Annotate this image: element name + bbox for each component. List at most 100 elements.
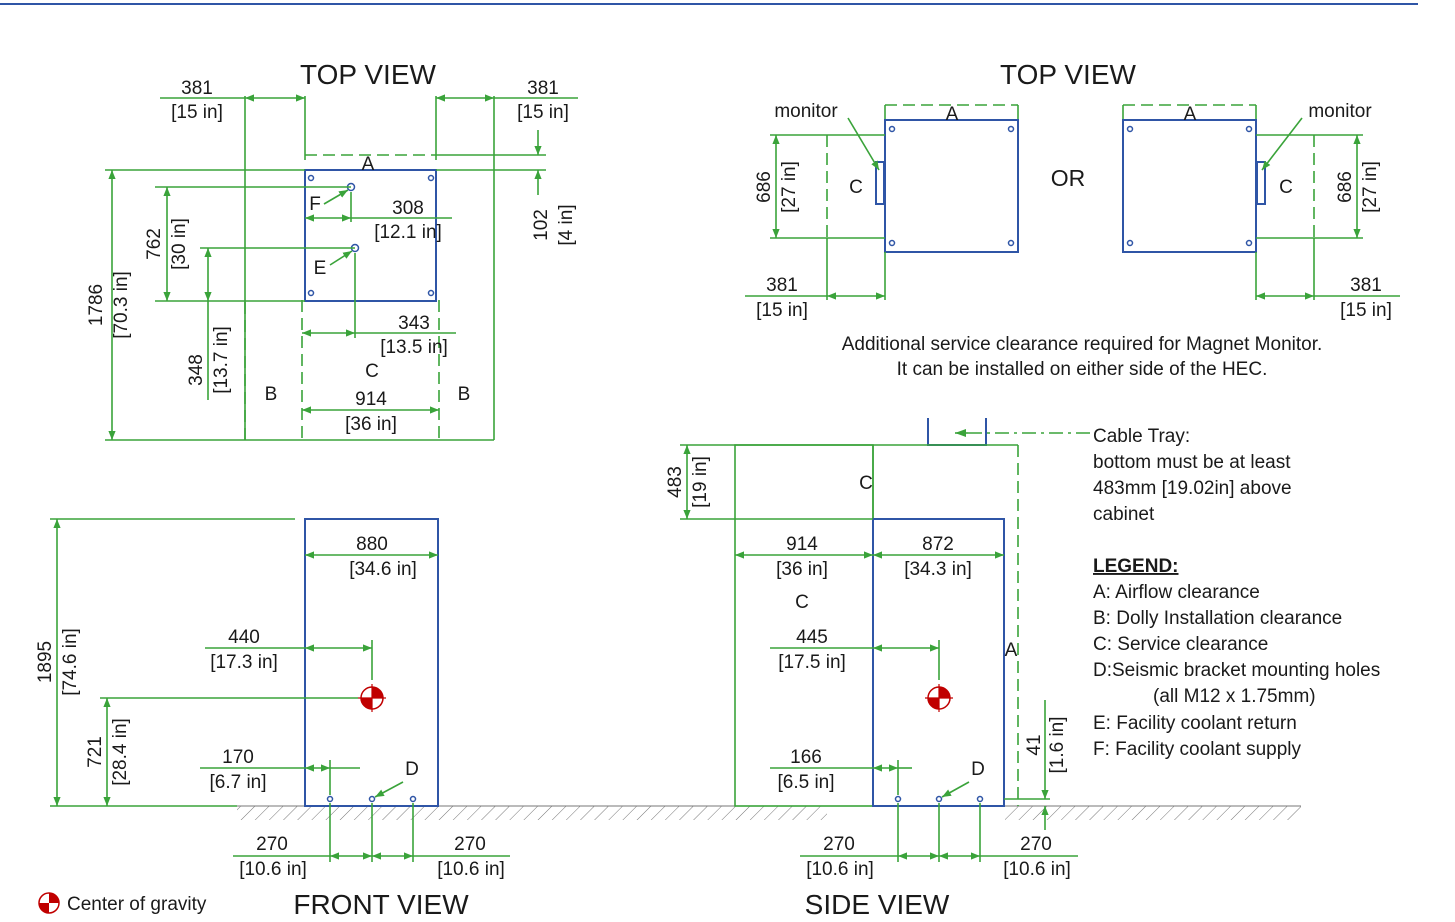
front-view-dim-height-in-text: [74.6 in] [60, 628, 81, 696]
top-view-left-title: TOP VIEW [300, 59, 436, 90]
top-view-left-label-f-text: F [309, 194, 321, 215]
top-view-right-note-line1-text: Additional service clearance required fo… [842, 334, 1323, 355]
top-view-left-label-e-text: E [314, 258, 327, 279]
side-view: 483 [19 in] C 914 [36 in] 872 [34.3 in] … [665, 418, 1301, 920]
side-view-dim-270b-mm-text: 270 [1020, 834, 1052, 855]
side-view-dim-cg-mm-text: 445 [796, 627, 828, 648]
top-view-left-dim-left-in-text: [15 in] [171, 102, 223, 123]
legend-items-4-text: (all M12 x 1.75mm) [1153, 686, 1316, 707]
top-view-right-note-line2-text: It can be installed on either side of th… [897, 359, 1268, 380]
front-view-dim-width-mm-text: 880 [356, 534, 388, 555]
top-view-left-dim-height-mm-text: 1786 [86, 284, 107, 326]
side-view-dim-hole-mm-text: 166 [790, 747, 822, 768]
side-view-dim-tray-mm-text: 483 [665, 466, 686, 498]
center-of-gravity-marker-side [925, 684, 953, 712]
legend-items-2-text: C: Service clearance [1093, 634, 1268, 655]
legend-items-3-text: D:Seismic bracket mounting holes [1093, 660, 1380, 681]
side-view-dim-41-in-text: [1.6 in] [1047, 716, 1068, 773]
top-view-right-label-a-left-text: A [946, 104, 959, 125]
views-front-title-text: FRONT VIEW [293, 889, 469, 920]
top-view-left-dim-top-in-text: [4 in] [556, 204, 577, 245]
top-view-left-dim-f-x-in-text: [12.1 in] [374, 222, 442, 243]
side-view-dim-270a-in-text: [10.6 in] [806, 859, 874, 880]
side-view-dim-depth-in-text: [34.3 in] [904, 559, 972, 580]
front-view-dim-270b-mm-text: 270 [454, 834, 486, 855]
top-view-left-label-a-text: A [362, 154, 375, 175]
legend-title-text: LEGEND: [1093, 556, 1179, 577]
top-view-left-dim-height-in-text: [70.3 in] [111, 271, 132, 339]
floor-hatch-front [237, 806, 827, 820]
top-view-right-or-text: OR [1051, 165, 1086, 191]
top-view-left-label-b-right-text: B [458, 384, 471, 405]
top-view-left: TOP VIEW 381 [15 in] 381 [15 in] A 102 [86, 59, 578, 441]
top-view-left-dim-f-x-mm-text: 308 [392, 198, 424, 219]
front-view-dim-height-mm-text: 1895 [35, 641, 56, 683]
front-view-dim-270a-in-text: [10.6 in] [239, 859, 307, 880]
magnet-monitor-left [875, 161, 885, 205]
side-view-cable-tray-1-text: Cable Tray: [1093, 426, 1190, 447]
top-view-left-dim-top-mm-text: 102 [531, 209, 552, 241]
side-view-cable-tray-3-text: 483mm [19.02in] above [1093, 478, 1292, 499]
front-view-dim-width-in-text: [34.6 in] [349, 559, 417, 580]
legend: LEGEND: A: Airflow clearance B: Dolly In… [1093, 556, 1380, 760]
side-view-dim-41-mm-text: 41 [1024, 734, 1045, 755]
top-view-right-dim-686-l-mm-text: 686 [754, 171, 775, 203]
cable-tray [927, 418, 987, 446]
front-view-dim-270b-in-text: [10.6 in] [437, 859, 505, 880]
center-of-gravity-marker [358, 684, 386, 712]
cabinet-top-right-b [1122, 119, 1257, 253]
top-view-left-dim-service-mm-text: 914 [355, 389, 387, 410]
legend-items-1-text: B: Dolly Installation clearance [1093, 608, 1342, 629]
legend-items-5-text: E: Facility coolant return [1093, 713, 1297, 734]
top-view-right-dim-381-l-mm-text: 381 [766, 275, 798, 296]
front-view-label-d-text: D [405, 759, 419, 780]
cog-label-text: Center of gravity [67, 894, 207, 915]
side-view-cable-tray-2-text: bottom must be at least [1093, 452, 1291, 473]
top-view-right-monitor-left-text: monitor [774, 101, 838, 122]
legend-items-0-text: A: Airflow clearance [1093, 582, 1260, 603]
top-view-right-dim-381-l-in-text: [15 in] [756, 300, 808, 321]
cog-legend-icon [38, 892, 60, 914]
top-view-right-dim-686-r-in-text: [27 in] [1360, 161, 1381, 213]
front-view-dim-cg-x-in-text: [17.3 in] [210, 652, 278, 673]
cabinet-top-right-a [884, 119, 1019, 253]
floor-hatch-side [1005, 806, 1301, 820]
top-view-left-label-c-text: C [365, 361, 379, 382]
cabinet-top-outline [304, 169, 437, 302]
side-view-dim-cg-in-text: [17.5 in] [778, 652, 846, 673]
legend-items-6-text: F: Facility coolant supply [1093, 739, 1302, 760]
front-view-dim-hole-mm-text: 170 [222, 747, 254, 768]
top-view-left-dim-left-mm-text: 381 [181, 78, 213, 99]
top-view-left-dim-e-x-mm-text: 343 [398, 313, 430, 334]
top-view-left-dim-e-x-in-text: [13.5 in] [380, 337, 448, 358]
top-view-right-dim-686-l-in-text: [27 in] [779, 161, 800, 213]
top-view-left-dim-f-mm-text: 762 [144, 228, 165, 260]
side-view-dim-270b-in-text: [10.6 in] [1003, 859, 1071, 880]
top-view-right: TOP VIEW C A monitor 686 [27 in] 381 [15… [745, 59, 1400, 380]
top-view-left-label-b-left-text: B [265, 384, 278, 405]
side-view-cable-tray-4-text: cabinet [1093, 504, 1155, 525]
views-side-title-text: SIDE VIEW [805, 889, 950, 920]
side-view-label-c-mid-text: C [795, 592, 809, 613]
side-view-dim-service-mm-text: 914 [786, 534, 818, 555]
cog-legend: Center of gravity [38, 892, 207, 915]
side-view-dim-depth-mm-text: 872 [922, 534, 954, 555]
front-view-dim-hole-in-text: [6.7 in] [209, 772, 266, 793]
top-view-right-label-c-right-text: C [1279, 177, 1293, 198]
top-view-right-label-c-left-text: C [849, 177, 863, 198]
top-view-left-dim-f-in-text: [30 in] [169, 218, 190, 270]
top-view-right-dim-381-r-in-text: [15 in] [1340, 300, 1392, 321]
side-view-label-d-text: D [971, 759, 985, 780]
top-view-left-dim-right-in-text: [15 in] [517, 102, 569, 123]
top-view-left-dim-e-in-text: [13.7 in] [211, 326, 232, 394]
side-view-dim-service-in-text: [36 in] [776, 559, 828, 580]
top-view-right-dim-686-r-mm-text: 686 [1335, 171, 1356, 203]
top-view-right-label-a-right-text: A [1184, 104, 1197, 125]
front-view-dim-cg-y-mm-text: 721 [85, 736, 106, 768]
side-view-label-c-top-text: C [859, 473, 873, 494]
top-view-left-dim-e-mm-text: 348 [186, 354, 207, 386]
views-top-right-title-text: TOP VIEW [1000, 59, 1136, 90]
top-view-left-dim-right-mm-text: 381 [527, 78, 559, 99]
top-view-left-dim-service-in-text: [36 in] [345, 414, 397, 435]
front-view-dim-cg-y-in-text: [28.4 in] [110, 718, 131, 786]
